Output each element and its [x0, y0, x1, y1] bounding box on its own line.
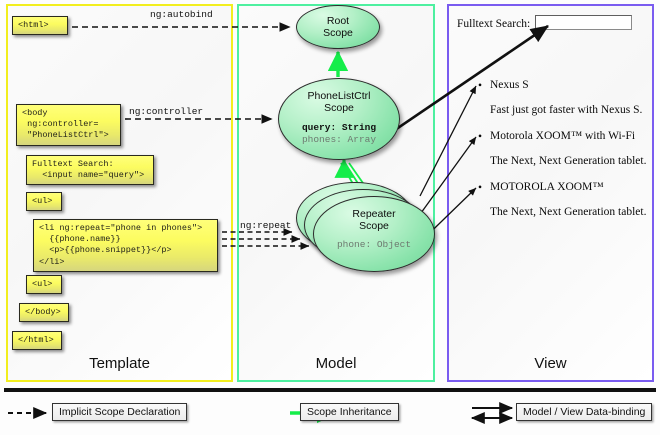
scope-ctrl-title-1: PhoneListCtrl: [307, 90, 371, 102]
connector-label-repeat: ng:repeat: [240, 220, 292, 231]
connector-label-autobind: ng:autobind: [150, 9, 213, 20]
view-search-input[interactable]: [535, 15, 632, 30]
code-box-li-repeat: <li ng:repeat="phone in phones"> {{phone…: [33, 219, 218, 272]
view-item-snippet-2: The Next, Next Generation tablet.: [490, 155, 647, 167]
view-item-name-2: Motorola XOOM™ with Wi-Fi: [490, 130, 636, 142]
legend: Implicit Scope Declaration Scope Inherit…: [0, 396, 660, 435]
scope-repeater: Repeater Scope phone: Object: [313, 196, 435, 272]
view-search-label: Fulltext Search:: [457, 18, 531, 30]
view-item-name-3: MOTOROLA XOOM™: [490, 181, 604, 193]
code-box-ul-close: <ul>: [26, 275, 62, 295]
code-box-body-open: <body ng:controller= "PhoneListCtrl">: [16, 104, 121, 146]
code-box-html-open: <html>: [12, 16, 68, 36]
legend-label-scope-inheritance: Scope Inheritance: [300, 403, 399, 421]
view-item-name-1: Nexus S: [490, 79, 529, 91]
scope-repeater-title-2: Scope: [359, 220, 389, 233]
scope-repeater-prop-phone: phone: Object: [336, 238, 412, 250]
legend-label-model-view-data-binding: Model / View Data-binding: [516, 403, 653, 421]
view-item-snippet-3: The Next, Next Generation tablet.: [490, 206, 647, 218]
connector-label-controller: ng:controller: [129, 106, 204, 117]
legend-divider: [4, 388, 656, 392]
code-box-ul-open: <ul>: [26, 192, 62, 212]
code-box-body-close: </body>: [19, 303, 69, 323]
scope-ctrl-prop-query: query: String: [301, 121, 377, 133]
legend-label-implicit-scope-declaration: Implicit Scope Declaration: [52, 403, 188, 421]
view-bullet-3: •: [478, 182, 483, 194]
panel-model-label: Model: [315, 355, 357, 372]
code-box-search-markup: Fulltext Search: <input name="query">: [26, 155, 154, 186]
scope-root-title-2: Scope: [323, 27, 353, 40]
scope-repeater-title-1: Repeater: [352, 208, 396, 220]
view-bullet-1: •: [478, 80, 483, 92]
code-box-html-close: </html>: [12, 331, 62, 351]
scope-phonelistctrl: PhoneListCtrl Scope query: String phones…: [278, 78, 400, 160]
scope-ctrl-prop-phones: phones: Array: [301, 133, 377, 145]
scope-root: Root Scope: [296, 5, 380, 49]
scope-ctrl-title-2: Scope: [324, 102, 354, 115]
view-item-snippet-1: Fast just got faster with Nexus S.: [490, 104, 643, 116]
view-bullet-2: •: [478, 131, 483, 143]
panel-view-label: View: [534, 355, 567, 372]
panel-template-label: Template: [89, 355, 150, 372]
scope-root-title-1: Root: [326, 15, 350, 27]
